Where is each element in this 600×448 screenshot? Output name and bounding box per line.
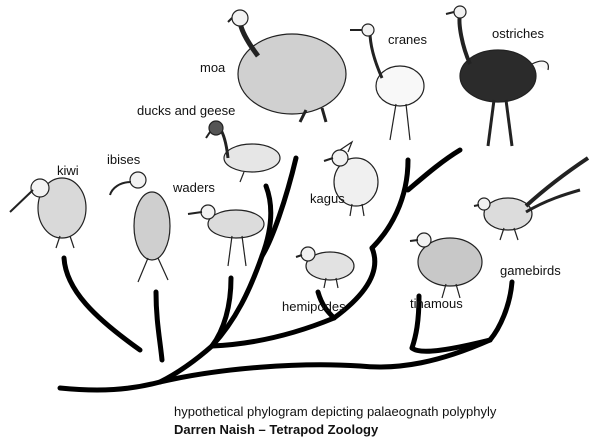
branch-tinamous xyxy=(409,293,422,351)
moa-illustration xyxy=(227,9,347,123)
tree-branches xyxy=(57,147,515,393)
branch-kiwi xyxy=(61,255,143,353)
wader-illustration xyxy=(187,204,265,267)
figure-credit: Darren Naish – Tetrapod Zoology xyxy=(174,422,379,437)
kagu-illustration xyxy=(323,140,379,217)
label-kagus: kagus xyxy=(310,191,345,206)
figure-caption: hypothetical phylogram depicting palaeog… xyxy=(174,404,497,419)
crane-illustration xyxy=(350,23,425,141)
branch-ostriches xyxy=(405,147,463,193)
label-waders: waders xyxy=(173,180,215,195)
label-ostriches: ostriches xyxy=(492,26,545,41)
ostrich-illustration xyxy=(445,5,549,147)
kiwi-illustration xyxy=(9,177,87,249)
label-moa: moa xyxy=(200,60,226,75)
branch-kagus xyxy=(331,245,378,321)
branch-cranes xyxy=(369,157,411,251)
label-tinamous: tinamous xyxy=(410,296,463,311)
duck-illustration xyxy=(205,120,281,183)
label-gamebirds: gamebirds xyxy=(500,263,561,278)
branch-ratite-stem xyxy=(209,315,337,349)
tinamou-illustration xyxy=(409,232,483,299)
branch-gamebirds xyxy=(487,279,515,343)
branch-root xyxy=(57,337,493,393)
branch-moa xyxy=(157,155,299,385)
ibis-illustration xyxy=(109,171,171,283)
hemipode-illustration xyxy=(295,246,355,289)
gamebird-illustration xyxy=(473,156,590,241)
branch-ibises xyxy=(153,289,165,363)
label-kiwi: kiwi xyxy=(57,163,79,178)
label-ducks-and-geese: ducks and geese xyxy=(137,103,236,118)
label-cranes: cranes xyxy=(388,32,428,47)
label-ibises: ibises xyxy=(107,152,141,167)
label-hemipodes: hemipodes xyxy=(282,299,346,314)
